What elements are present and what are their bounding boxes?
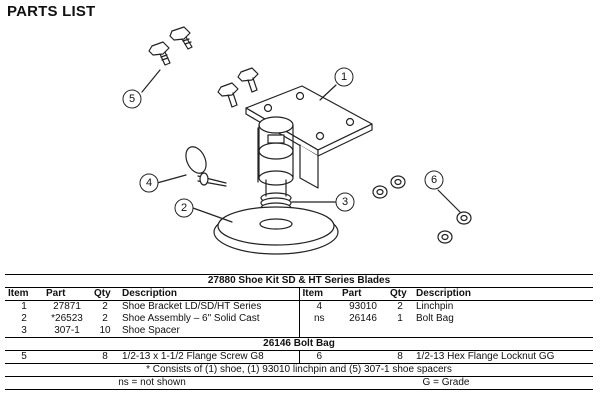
- bolt-icon: [148, 41, 171, 66]
- qty-cell: [387, 325, 413, 338]
- item-cell: 1: [21, 301, 27, 312]
- footnote-row: * Consists of (1) shoe, (1) 93010 linchp…: [5, 363, 593, 377]
- column-header: Qty: [91, 287, 119, 301]
- parts-diagram: 1 5 4 2 3 6: [122, 26, 472, 255]
- legend-grade: G = Grade: [299, 376, 593, 390]
- callout-number: 3: [342, 196, 348, 208]
- description-cell: Shoe Assembly – 6" Solid Cast: [122, 313, 260, 324]
- callout-number: 5: [129, 93, 135, 105]
- item-cell: 4: [298, 300, 339, 313]
- nut-icon: [372, 185, 388, 199]
- qty-cell: 2: [102, 301, 108, 312]
- table-row: 2 *26523 2 Shoe Assembly – 6" Solid Cast…: [5, 313, 593, 325]
- callout-3-icon: [335, 192, 355, 212]
- linchpin-icon: [185, 146, 227, 187]
- column-header: Item: [298, 287, 339, 301]
- item-cell: [298, 325, 339, 338]
- callout-number: 2: [181, 202, 187, 214]
- callout-4-icon: [139, 173, 159, 193]
- bolt-icon: [237, 67, 259, 93]
- callout-number: 1: [341, 71, 347, 83]
- nut-icon: [456, 211, 472, 225]
- part-cell: 307-1: [54, 325, 80, 336]
- part-cell: 26146: [349, 313, 377, 324]
- description-cell: Shoe Spacer: [122, 325, 180, 336]
- bolt-bag-title: 26146 Bolt Bag: [5, 337, 593, 351]
- bolt-bag-title-row: 26146 Bolt Bag: [5, 337, 593, 351]
- kit-title: 27880 Shoe Kit SD & HT Series Blades: [5, 274, 593, 288]
- item-cell: ns: [298, 313, 339, 325]
- callout-number: 4: [146, 177, 152, 189]
- description-cell: Linchpin: [416, 301, 454, 312]
- nut-icon: [390, 175, 406, 189]
- column-headers: Item Part Qty Description Item Part Qty …: [5, 287, 593, 301]
- table-row: 5 8 1/2-13 x 1-1/2 Flange Screw G8 6 8 1…: [5, 350, 593, 364]
- qty-cell: 10: [99, 325, 111, 336]
- callout-1-icon: [334, 67, 354, 87]
- table-row: 1 27871 2 Shoe Bracket LD/SD/HT Series 4…: [5, 300, 593, 313]
- page-title: PARTS LIST: [7, 3, 96, 20]
- description-cell: Bolt Bag: [416, 313, 454, 324]
- qty-cell: 8: [397, 351, 403, 362]
- description-cell: 1/2-13 Hex Flange Locknut GG: [416, 351, 555, 362]
- column-header: Part: [339, 287, 387, 301]
- shoe-post: [258, 116, 294, 186]
- callout-2-icon: [174, 198, 194, 218]
- description-cell: Shoe Bracket LD/SD/HT Series: [122, 301, 262, 312]
- parts-table: 27880 Shoe Kit SD & HT Series Blades Ite…: [5, 274, 593, 390]
- shoe-disk: [213, 206, 339, 255]
- qty-cell: 2: [102, 313, 108, 324]
- footnote: * Consists of (1) shoe, (1) 93010 linchp…: [5, 363, 593, 377]
- callout-6-icon: [424, 170, 444, 190]
- callout-number: 6: [431, 174, 437, 186]
- qty-cell: 8: [102, 351, 108, 362]
- item-cell: 3: [21, 325, 27, 336]
- legend-row: ns = not shown G = Grade: [5, 376, 593, 390]
- legend-ns: ns = not shown: [5, 376, 299, 390]
- bolt-icon: [169, 26, 193, 50]
- column-header: Description: [119, 287, 299, 301]
- part-cell: 27871: [53, 301, 81, 312]
- description-cell: [413, 325, 593, 338]
- column-header: Item: [5, 287, 43, 301]
- item-cell: 6: [298, 350, 339, 364]
- qty-cell: 1: [397, 313, 403, 324]
- qty-cell: 2: [397, 301, 403, 312]
- bolt-icon: [217, 82, 239, 108]
- part-cell: 93010: [349, 301, 377, 312]
- column-header: Qty: [387, 287, 413, 301]
- part-cell: [339, 325, 387, 338]
- item-cell: 2: [21, 313, 27, 324]
- part-cell: *26523: [51, 313, 83, 324]
- table-row: 3 307-1 10 Shoe Spacer: [5, 325, 593, 338]
- column-header: Description: [413, 287, 593, 301]
- kit-title-row: 27880 Shoe Kit SD & HT Series Blades: [5, 274, 593, 288]
- description-cell: 1/2-13 x 1-1/2 Flange Screw G8: [122, 351, 264, 362]
- item-cell: 5: [21, 351, 27, 362]
- column-header: Part: [43, 287, 91, 301]
- callout-5-icon: [122, 89, 142, 109]
- nut-icon: [437, 230, 453, 244]
